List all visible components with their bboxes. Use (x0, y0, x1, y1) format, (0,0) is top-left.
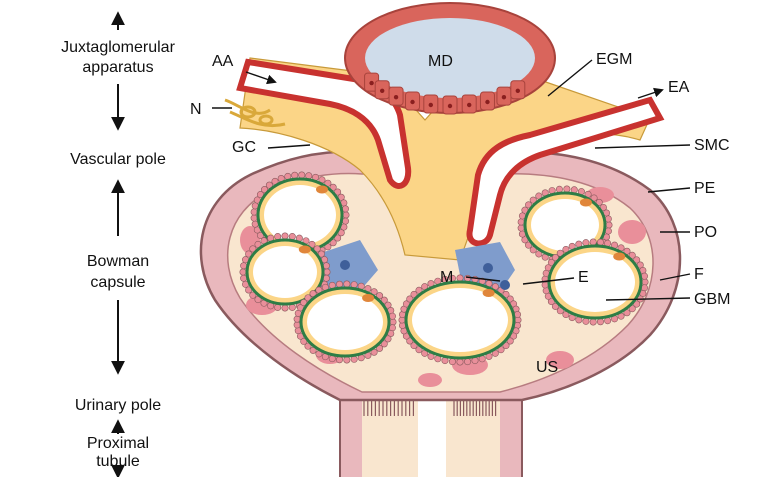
label-egm: EGM (596, 51, 632, 68)
label-m: M (440, 269, 453, 286)
cell-nucleus (369, 81, 373, 85)
label-pe: PE (694, 180, 715, 197)
label-apparatus: apparatus (82, 59, 153, 76)
label-gc: GC (232, 139, 256, 156)
label-vascular-pole: Vascular pole (70, 151, 166, 168)
cell-nucleus (394, 95, 398, 99)
label-bowman: Bowman (87, 253, 149, 270)
podocyte-foot (556, 186, 562, 192)
label-juxtaglomerular: Juxtaglomerular (61, 39, 176, 56)
podocyte-foot (343, 212, 349, 218)
podocyte-foot (457, 359, 463, 365)
podocyte-foot (642, 279, 648, 285)
label-proximal: Proximal (87, 435, 149, 452)
podocyte-foot (518, 225, 524, 231)
podocyte-foot (336, 357, 342, 363)
podocyte-foot (564, 186, 570, 192)
cell-nucleus (502, 95, 506, 99)
cell-nucleus (516, 89, 520, 93)
podocyte-foot (294, 316, 300, 322)
endothelial-nucleus (362, 294, 374, 302)
podocyte-foot (324, 269, 330, 275)
podocyte-foot (344, 281, 350, 287)
podocyte-foot (344, 357, 350, 363)
podocyte-foot (518, 219, 524, 225)
endothelial-nucleus (613, 253, 625, 261)
cell-nucleus (410, 100, 414, 104)
podocyte-foot (282, 305, 288, 311)
podocyte-foot (606, 222, 612, 228)
label-po: PO (694, 224, 717, 241)
label-capsule: capsule (90, 274, 145, 291)
endothelial-nucleus (316, 186, 328, 194)
podocyte-foot (464, 275, 470, 281)
cell-nucleus (429, 103, 433, 107)
podocyte-foot (457, 275, 463, 281)
cell-nucleus (380, 89, 384, 93)
podocyte-foot (590, 239, 596, 245)
podocyte-foot (542, 282, 548, 288)
podocyte-foot (282, 233, 288, 239)
podocyte-foot (597, 319, 603, 325)
podocyte-foot (299, 172, 305, 178)
endothelial-nucleus (299, 246, 311, 254)
podocyte-foot (251, 215, 257, 221)
label-tubule: tubule (96, 453, 140, 470)
podocyte-foot (390, 319, 396, 325)
mesangial-cell-nucleus (340, 260, 350, 270)
mesangial-cell-nucleus (500, 280, 510, 290)
label-ea: EA (668, 79, 690, 96)
label-aa: AA (212, 53, 234, 70)
podocyte-foot (292, 172, 298, 178)
label-f: F (694, 266, 704, 283)
label-e: E (578, 269, 589, 286)
cell-nucleus (485, 100, 489, 104)
label-smc: SMC (694, 137, 730, 154)
mesangial-cell-nucleus (483, 263, 493, 273)
podocyte-foot (294, 322, 300, 328)
podocyte-foot (251, 209, 257, 215)
capillary-lumen (555, 252, 635, 312)
cell-nucleus (448, 104, 452, 108)
podocyte-foot (464, 358, 470, 364)
capillary-lumen (412, 288, 508, 352)
endothelial-nucleus (483, 289, 495, 297)
label-n: N (190, 101, 202, 118)
podocyte-foot (449, 358, 455, 364)
podocyte-foot (336, 281, 342, 287)
label-gbm: GBM (694, 291, 730, 308)
label-md: MD (428, 53, 453, 70)
podocyte-foot (240, 269, 246, 275)
capillary-lumen (307, 294, 383, 350)
label-us: US (536, 359, 558, 376)
label-urinary-pole: Urinary pole (75, 397, 161, 414)
podocyte-foot (597, 239, 603, 245)
podocyte-foot (590, 319, 596, 325)
endothelial-nucleus (580, 199, 592, 207)
capillary-lumen (253, 246, 317, 298)
cell-nucleus (467, 103, 471, 107)
